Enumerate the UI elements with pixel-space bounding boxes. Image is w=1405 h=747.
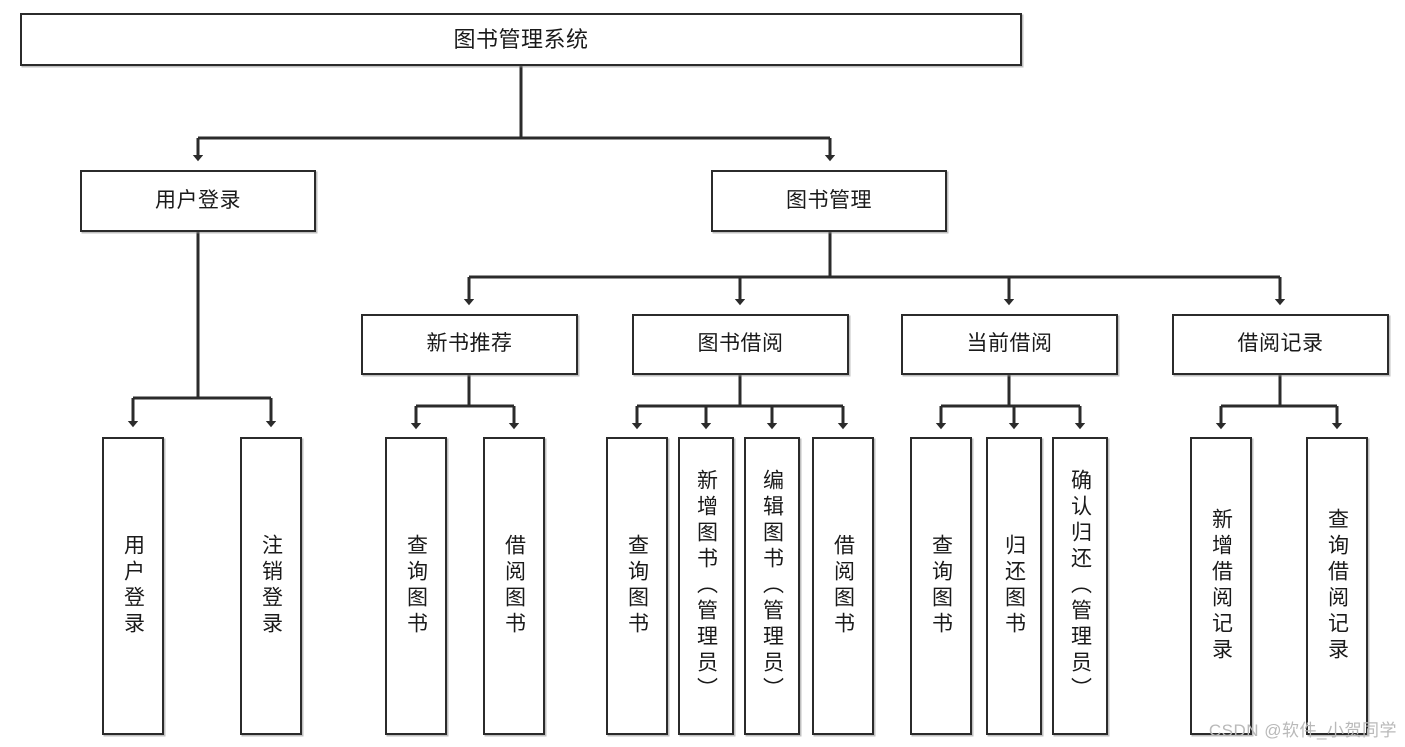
leaf-borrow-book-recommend[interactable]: 借阅图书 <box>483 437 545 735</box>
leaf-confirm-return-admin[interactable]: 确认归还（管理员） <box>1052 437 1108 735</box>
node-book-management[interactable]: 图书管理 <box>711 170 947 232</box>
node-root[interactable]: 图书管理系统 <box>20 13 1022 66</box>
leaf-add-borrow-record-label: 新增借阅记录 <box>1209 508 1233 664</box>
leaf-add-book-admin-label: 新增图书（管理员） <box>694 469 718 703</box>
leaf-confirm-return-admin-label: 确认归还（管理员） <box>1068 469 1092 703</box>
leaf-return-book[interactable]: 归还图书 <box>986 437 1042 735</box>
leaf-edit-book-admin-label: 编辑图书（管理员） <box>760 469 784 703</box>
node-current-borrow[interactable]: 当前借阅 <box>901 314 1118 375</box>
node-borrow-record[interactable]: 借阅记录 <box>1172 314 1389 375</box>
leaf-add-book-admin[interactable]: 新增图书（管理员） <box>678 437 734 735</box>
node-borrow-record-label: 借阅记录 <box>1237 332 1324 356</box>
leaf-user-login[interactable]: 用户登录 <box>102 437 164 735</box>
node-root-label: 图书管理系统 <box>453 26 589 52</box>
leaf-query-book-borrow-label: 查询图书 <box>625 534 649 638</box>
leaf-query-book-current-label: 查询图书 <box>929 534 953 638</box>
node-current-borrow-label: 当前借阅 <box>966 332 1053 356</box>
node-new-book-recommend[interactable]: 新书推荐 <box>361 314 578 375</box>
leaf-borrow-book-recommend-label: 借阅图书 <box>502 534 526 638</box>
node-user-login[interactable]: 用户登录 <box>80 170 316 232</box>
node-book-borrow[interactable]: 图书借阅 <box>632 314 849 375</box>
node-book-borrow-label: 图书借阅 <box>697 332 784 356</box>
csdn-watermark: CSDN @软件_小贺同学 <box>1208 721 1397 740</box>
leaf-query-book-borrow[interactable]: 查询图书 <box>606 437 668 735</box>
leaf-borrow-book-label: 借阅图书 <box>831 534 855 638</box>
leaf-edit-book-admin[interactable]: 编辑图书（管理员） <box>744 437 800 735</box>
leaf-logout[interactable]: 注销登录 <box>240 437 302 735</box>
leaf-query-book-current[interactable]: 查询图书 <box>910 437 972 735</box>
node-new-book-recommend-label: 新书推荐 <box>426 332 513 356</box>
leaf-borrow-book[interactable]: 借阅图书 <box>812 437 874 735</box>
node-user-login-label: 用户登录 <box>155 188 241 212</box>
node-book-management-label: 图书管理 <box>786 188 872 212</box>
leaf-user-login-label: 用户登录 <box>121 534 145 638</box>
leaf-return-book-label: 归还图书 <box>1002 534 1026 638</box>
leaf-query-borrow-record[interactable]: 查询借阅记录 <box>1306 437 1368 735</box>
leaf-logout-label: 注销登录 <box>259 534 283 638</box>
leaf-query-borrow-record-label: 查询借阅记录 <box>1325 508 1349 664</box>
leaf-query-book-recommend[interactable]: 查询图书 <box>385 437 447 735</box>
leaf-query-book-recommend-label: 查询图书 <box>404 534 428 638</box>
leaf-add-borrow-record[interactable]: 新增借阅记录 <box>1190 437 1252 735</box>
